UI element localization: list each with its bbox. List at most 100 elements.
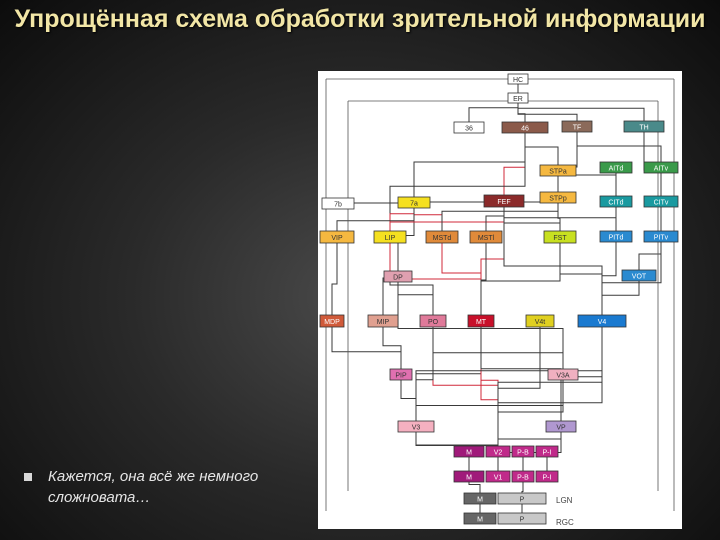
connection-po-v3a <box>432 321 564 375</box>
area-rect <box>373 230 407 244</box>
area-label: VIP <box>331 235 343 242</box>
area-rect <box>577 314 627 328</box>
area-rect <box>507 92 529 104</box>
connection-mt-v2 <box>480 321 499 452</box>
area-label: V3 <box>412 425 421 432</box>
area-label: PITv <box>654 235 669 242</box>
area-rect <box>599 195 633 208</box>
area-rect <box>453 470 485 483</box>
area-label: M <box>466 450 472 457</box>
area-box-pitd: PITd <box>599 230 633 243</box>
area-rect <box>547 368 579 381</box>
area-box-vot: VOT <box>621 269 657 282</box>
area-rect <box>643 230 679 243</box>
area-label: M <box>477 497 483 504</box>
area-rect <box>383 270 413 283</box>
square-bullet-icon <box>24 473 32 481</box>
area-rect <box>463 492 497 505</box>
area-box-stpa: STPa <box>539 164 577 177</box>
area-box-ml: M <box>463 492 497 505</box>
area-box-th: TH <box>623 120 665 133</box>
area-box-mip: MIP <box>367 314 399 328</box>
connection-dp-po <box>397 276 434 321</box>
connection-po-v2 <box>432 321 499 452</box>
area-box-aitv: AITv <box>643 161 679 174</box>
area-rect <box>535 470 559 483</box>
connection-46-stpa <box>524 127 559 171</box>
area-box-fef: FEF <box>483 194 525 208</box>
area-label: AITd <box>609 166 624 173</box>
connection-tf-aitv <box>576 126 662 168</box>
area-box-vip: VIP <box>319 230 355 244</box>
area-label: FEF <box>497 199 510 206</box>
bullet-text: Кажется, она всё же немного сложновата… <box>48 468 259 506</box>
area-rect <box>321 197 355 210</box>
area-label: PIP <box>395 373 407 380</box>
area-label: V1 <box>494 475 503 482</box>
area-box-mdp: MDP <box>319 314 345 328</box>
area-label: P <box>520 517 525 524</box>
area-label: TF <box>573 125 582 132</box>
area-label: STPp <box>549 196 567 203</box>
area-box-aitd: AITd <box>599 161 633 174</box>
area-box-fst: FST <box>543 230 577 244</box>
area-rect <box>463 512 497 525</box>
area-label: V2 <box>494 450 503 457</box>
area-rect <box>425 230 459 244</box>
slide-title: Упрощённая схема обработки зрительной ин… <box>14 5 706 33</box>
connection-vip-mdp <box>331 237 338 321</box>
area-box-v4t: V4t <box>525 314 555 328</box>
area-box-36: 36 <box>453 121 485 134</box>
area-label: VP <box>556 425 566 432</box>
area-label: P <box>520 497 525 504</box>
area-box-mt: MT <box>467 314 495 328</box>
area-rect <box>643 195 679 208</box>
area-rect <box>469 230 503 244</box>
area-rect <box>543 230 577 244</box>
area-rect <box>453 445 485 458</box>
area-box-citv: CITv <box>643 195 679 208</box>
connection-pitd-v4 <box>601 236 617 321</box>
area-rect <box>485 470 511 483</box>
area-box-v3a: V3A <box>547 368 579 381</box>
area-box-pi2: P-I <box>535 445 559 458</box>
area-rect <box>319 314 345 328</box>
area-rect <box>539 191 577 204</box>
area-box-er: ER <box>507 92 529 104</box>
area-label: TH <box>639 125 648 132</box>
area-box-hc: HC <box>507 73 529 85</box>
area-box-citd: CITd <box>599 195 633 208</box>
area-rect <box>539 164 577 177</box>
area-label: MDP <box>324 319 340 326</box>
area-box-m2: M <box>453 445 485 458</box>
area-label: VOT <box>632 274 647 281</box>
area-rect <box>389 368 413 381</box>
area-label: CITv <box>654 200 669 207</box>
area-rect <box>623 120 665 133</box>
area-box-po: PO <box>419 314 447 328</box>
connection-mt-v3 <box>415 321 482 427</box>
area-box-pi1: P-I <box>535 470 559 483</box>
connection-mip-pip <box>382 321 402 375</box>
area-label: P-I <box>543 450 552 457</box>
area-rect <box>545 420 577 433</box>
area-box-pb2: P-B <box>511 445 535 458</box>
area-box-v4: V4 <box>577 314 627 328</box>
area-label: PITd <box>609 235 624 242</box>
connection-46-7a <box>413 127 526 203</box>
area-rect <box>599 161 633 174</box>
area-label: P-B <box>517 475 529 482</box>
connection-vot-v4 <box>601 275 640 321</box>
area-box-vp: VP <box>545 420 577 433</box>
area-box-pr: P <box>497 512 547 525</box>
area-rect <box>525 314 555 328</box>
area-rect <box>501 121 549 134</box>
area-rect <box>561 120 593 133</box>
area-rect <box>511 470 535 483</box>
area-label: V4 <box>598 319 607 326</box>
connection-46-lip <box>389 127 526 237</box>
area-label: 7a <box>410 201 418 208</box>
area-box-mr: M <box>463 512 497 525</box>
area-label: ER <box>513 96 523 103</box>
